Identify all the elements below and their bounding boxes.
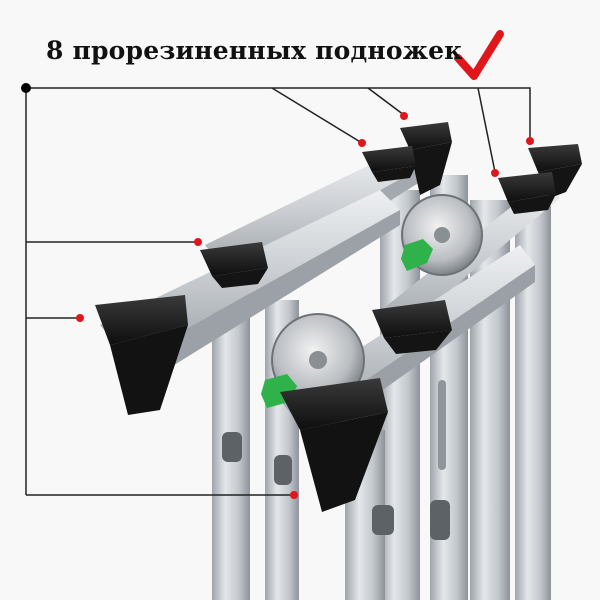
callout-dot (194, 238, 202, 246)
rubber-foot (362, 146, 416, 182)
callout-dot (76, 314, 84, 322)
hinge-latch (401, 239, 433, 271)
rubber-foot (400, 122, 452, 195)
callout-dot (290, 491, 298, 499)
callout-dot (358, 139, 366, 147)
hinge-mechanisms (261, 194, 483, 408)
rail-slots (222, 380, 450, 540)
callout-lines (25, 87, 531, 496)
callout-dot (526, 137, 534, 145)
rubber-foot (498, 172, 556, 214)
callout-origin-dot (21, 83, 31, 93)
rubber-feet (95, 122, 582, 512)
callout-dot (400, 112, 408, 120)
checkmark-icon (454, 30, 504, 80)
rubber-foot (200, 242, 268, 288)
rubber-foot (95, 295, 188, 415)
rubber-foot (372, 300, 452, 354)
rubber-foot (280, 378, 388, 512)
caption-title: 8 прорезиненных подножек (46, 36, 463, 65)
callout-dot (491, 169, 499, 177)
callout-dots (76, 112, 534, 499)
